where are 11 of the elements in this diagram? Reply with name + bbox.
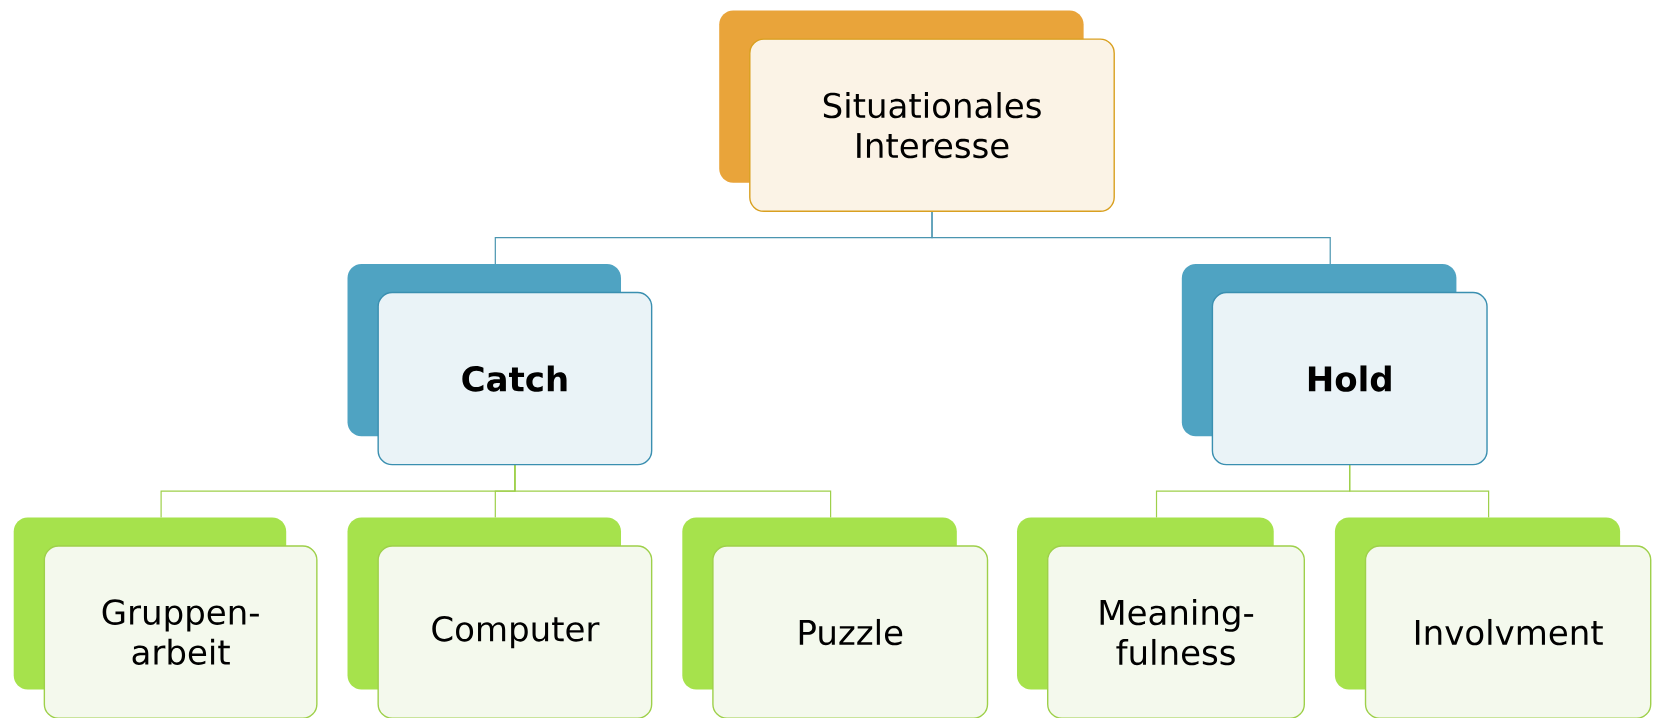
box: Computer (347, 517, 653, 718)
box: Meaning-fulness (1017, 517, 1305, 718)
box: Gruppen-arbeit (13, 517, 318, 718)
connector-line (931, 210, 1331, 265)
connector-line (514, 464, 832, 519)
box: Catch (347, 264, 653, 466)
box: Hold (1181, 264, 1488, 466)
connector-line (1349, 464, 1490, 519)
box: Puzzle (682, 517, 989, 718)
box: Situationales Interesse (719, 10, 1115, 212)
box: Involvment (1334, 517, 1652, 718)
